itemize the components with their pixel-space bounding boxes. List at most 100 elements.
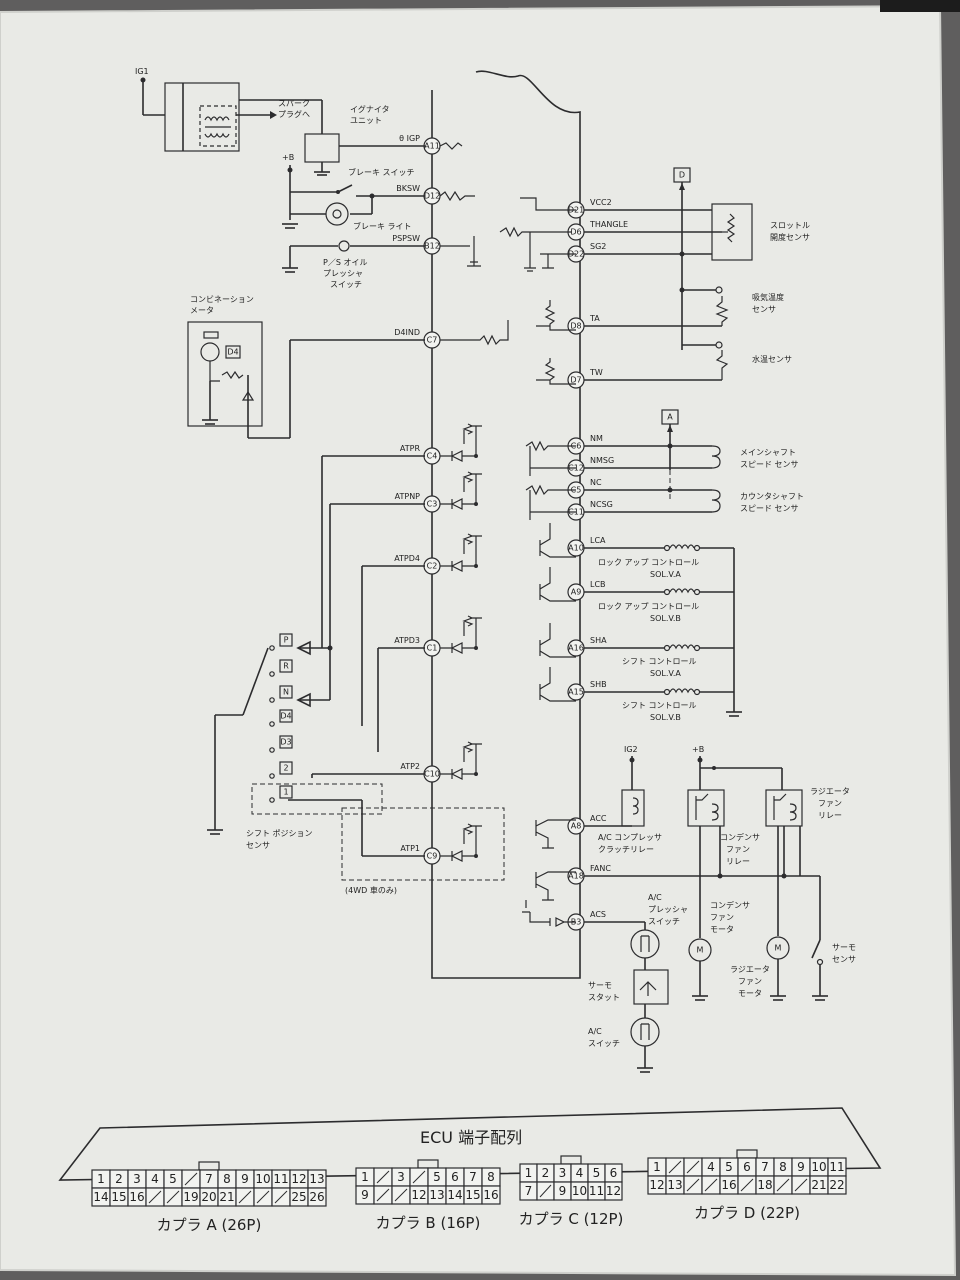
ecu-pin-signal: THANGLE (589, 220, 628, 229)
shift-pos-box (279, 785, 293, 799)
ecu-pin-signal: ATP1 (400, 844, 420, 853)
ecu-pin-id: D12 (424, 192, 440, 201)
connector-pin: 4 (707, 1160, 715, 1174)
connector-pin: 8 (779, 1160, 787, 1174)
connector-pin: 7 (469, 1170, 477, 1184)
d4-label: D4 (227, 348, 238, 357)
4wd-only-label: (4WD 車のみ) (345, 885, 397, 895)
connector-pin: 1 (653, 1160, 661, 1174)
connector-pin: 1 (97, 1172, 105, 1186)
plusb-label: +B (282, 153, 294, 162)
ecu-pin-signal: ATPD4 (394, 554, 420, 563)
shift-pos-box (279, 659, 293, 673)
ecu-pin-signal: FANC (590, 864, 611, 873)
connector-pin: 10 (572, 1184, 587, 1198)
shift-pos-2: 2 (283, 764, 288, 773)
ecu-pin-signal: ACS (590, 910, 606, 919)
shift-pos-box (279, 735, 293, 749)
shift-pos-r: R (283, 662, 289, 671)
ecu-pin-id: A8 (571, 822, 582, 831)
thermostat-box (633, 969, 669, 1005)
connector-frame (58, 1107, 882, 1181)
connector-pin: 6 (743, 1160, 751, 1174)
connector-pin: 9 (241, 1172, 249, 1186)
ac-clutch-relay (621, 789, 645, 827)
connector-pin: 16 (483, 1188, 498, 1202)
ecu-pin-signal: ACC (590, 814, 607, 823)
connector-pin: 8 (223, 1172, 231, 1186)
connector-pin: 13 (667, 1178, 682, 1192)
connector-pin: 11 (273, 1172, 288, 1186)
coolant-temp-label: 水温センサ (752, 354, 792, 364)
thermo-sensor-label: サーモセンサ (832, 943, 856, 964)
connector-pin: 9 (797, 1160, 805, 1174)
connector-pin: 12 (649, 1178, 664, 1192)
connector-caption: カプラ C (12P) (519, 1210, 624, 1228)
connector-pin: 18 (757, 1178, 772, 1192)
shift-pos-box (279, 685, 293, 699)
ecu-pin-id: C1 (427, 644, 438, 653)
connector-pin: 3 (133, 1172, 141, 1186)
ecu-pin-signal: VCC2 (590, 198, 612, 207)
brake-switch-label: ブレーキ スイッチ (348, 167, 415, 177)
connector-pin: 7 (205, 1172, 213, 1186)
pin-signal-names: θ IGPBKSWPSPSWD4INDATPRATPNPATPD4ATPD3AT… (392, 134, 628, 919)
ecu-pin-signal: SG2 (590, 242, 606, 251)
paper-sheet (0, 6, 955, 1275)
plusb2-label: +B (692, 745, 704, 754)
connector-pin: 5 (725, 1160, 733, 1174)
connector-pin: 16 (129, 1190, 144, 1204)
shift-pos-1: 1 (283, 788, 288, 797)
ecu-pin-id: C10 (424, 770, 440, 779)
ecu-pin-id: A10 (568, 544, 584, 553)
ac-clutch-label: A/C コンプレッサクラッチリレー (598, 833, 662, 854)
connector-pin: 13 (309, 1172, 324, 1186)
connector-pin: 6 (451, 1170, 459, 1184)
shift-pos-box (279, 761, 293, 775)
connector-pin: 6 (610, 1166, 618, 1180)
ecu-pin-signal: SHA (590, 636, 607, 645)
ecu-pin-id: A9 (571, 588, 582, 597)
ecu-pin-signal: PSPSW (392, 234, 420, 243)
ecu-pin-signal: BKSW (396, 184, 420, 193)
shift-pos-d4: D4 (280, 712, 291, 721)
shift-pos-p: P (284, 636, 289, 645)
ecu-pin-id: D8 (570, 322, 581, 331)
connector-pin: 9 (559, 1184, 567, 1198)
connector-pin: 10 (255, 1172, 270, 1186)
ecu-pin-id: A11 (424, 142, 440, 151)
ps-switch-label: P／S オイルプレッシャスイッチ (323, 258, 367, 289)
connector-pin: 7 (761, 1160, 769, 1174)
rad-motor-label: ラジエータファンモータ (730, 965, 770, 998)
shift-pos-n: N (283, 688, 289, 697)
connector-pin: 10 (811, 1160, 826, 1174)
ecu-pin-id: D7 (570, 376, 581, 385)
connector-pin: 8 (487, 1170, 495, 1184)
ecu-pin-signal: TA (589, 314, 600, 323)
ecu-pin-signal: NCSG (590, 500, 613, 509)
connector-pin: 12 (411, 1188, 426, 1202)
shift-pos-label: シフト ポジションセンサ (246, 829, 313, 850)
shift-pos-d3: D3 (280, 738, 291, 747)
thermostat-label: サーモスタット (588, 981, 620, 1002)
cond-relay-label: コンデンサファンリレー (720, 832, 760, 866)
connector-pin: 1 (361, 1170, 369, 1184)
connector-caption: カプラ B (16P) (376, 1214, 481, 1232)
intake-temp-label: 吸気温度センサ (752, 292, 784, 314)
ecu-pin-id: A16 (568, 644, 584, 653)
connector-pin: 4 (576, 1166, 584, 1180)
ecu-body (431, 70, 581, 979)
ecu-pin-signal: SHB (590, 680, 607, 689)
condenser-fan-relay (687, 789, 725, 827)
connector-pin: 22 (829, 1178, 844, 1192)
combo-meter-label: コンビネーションメータ (190, 295, 254, 315)
